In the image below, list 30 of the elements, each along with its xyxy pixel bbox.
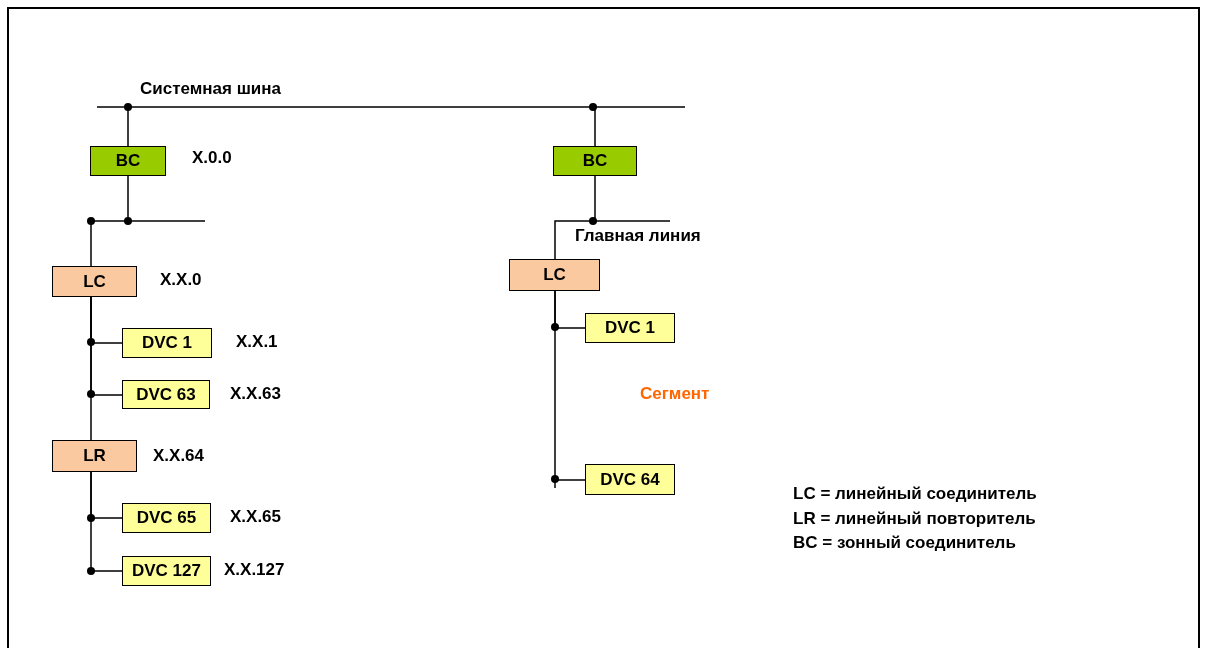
bus-label: Системная шина <box>140 79 282 99</box>
device-box: DVC 65 <box>122 503 211 533</box>
address-label: X.X.0 <box>160 270 202 290</box>
bus-connection-line <box>90 296 92 441</box>
device-box: DVC 1 <box>122 328 212 358</box>
segment-label: Сегмент <box>640 384 710 404</box>
bus-connection-line <box>90 471 123 572</box>
address-label: X.X.64 <box>153 446 205 466</box>
coupler-box: BC <box>553 146 637 176</box>
device-box: DVC 1 <box>585 313 675 343</box>
device-box: DVC 127 <box>122 556 211 586</box>
address-label: X.0.0 <box>192 148 232 168</box>
coupler-box: LC <box>509 259 600 291</box>
repeater-box: LR <box>52 440 137 472</box>
address-label: X.X.127 <box>224 560 285 580</box>
coupler-box: LC <box>52 266 137 297</box>
coupler-box: BC <box>90 146 166 176</box>
bus-label: Главная линия <box>575 226 701 246</box>
legend-text: LR = линейный повторитель <box>793 509 1036 529</box>
bus-connection-line <box>554 290 586 481</box>
device-box: DVC 63 <box>122 380 210 409</box>
device-box: DVC 64 <box>585 464 675 495</box>
bus-connection-line <box>554 175 596 260</box>
bus-connection-line <box>90 175 129 267</box>
address-label: X.X.63 <box>230 384 282 404</box>
legend-text: LC = линейный соединитель <box>793 484 1037 504</box>
bus-connection-line <box>127 106 596 147</box>
address-label: X.X.1 <box>236 332 278 352</box>
legend-text: BC = зонный соединитель <box>793 533 1016 553</box>
address-label: X.X.65 <box>230 507 282 527</box>
